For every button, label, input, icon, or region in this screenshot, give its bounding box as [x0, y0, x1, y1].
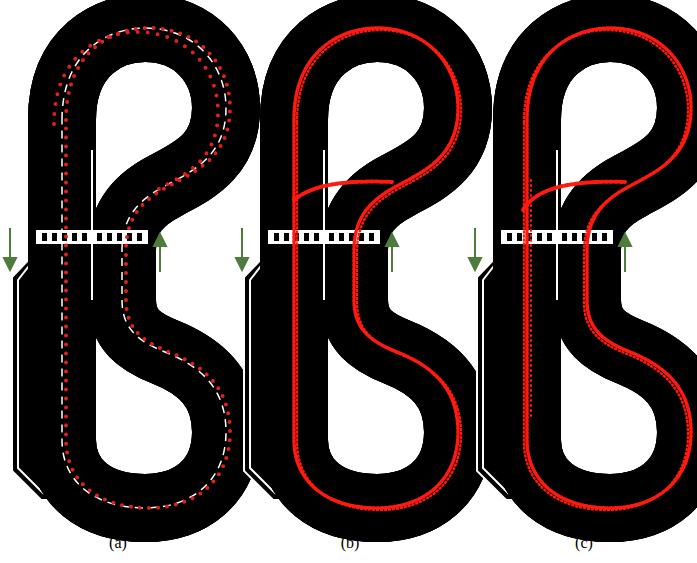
panel-label: (a) — [88, 534, 148, 552]
panel-label: (b) — [320, 534, 380, 552]
panel-label: (c) — [554, 534, 614, 552]
